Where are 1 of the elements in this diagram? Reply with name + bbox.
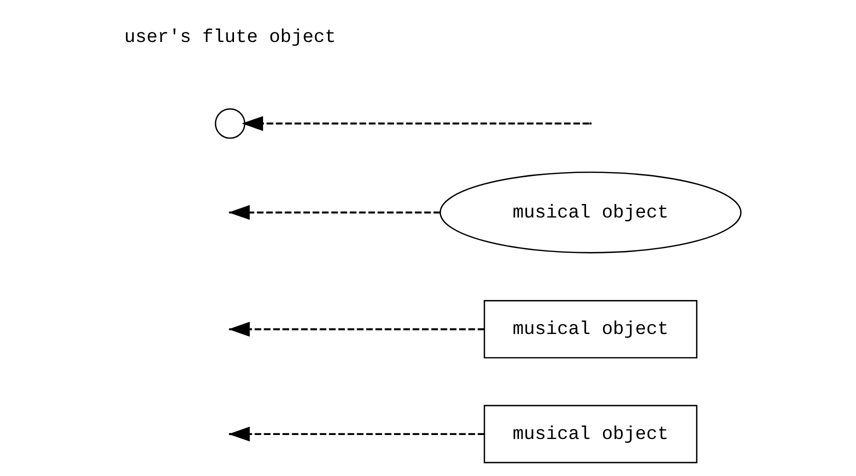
node-label: user's flute object: [124, 27, 336, 48]
